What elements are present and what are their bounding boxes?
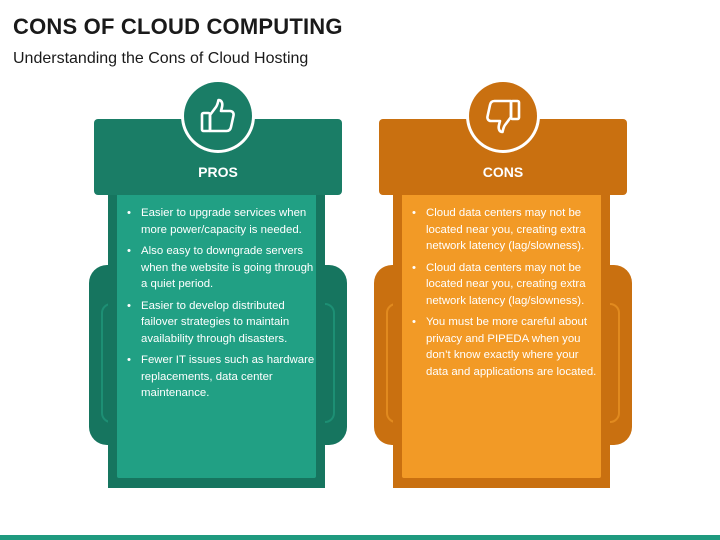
bottom-accent-bar [0,535,720,540]
cons-list: Cloud data centers may not be located ne… [410,205,600,385]
pros-item: Also easy to downgrade servers when the … [125,243,315,293]
cons-item: Cloud data centers may not be located ne… [410,260,600,310]
thumbs-down-icon [486,99,521,134]
pros-item: Fewer IT issues such as hardware replace… [125,352,315,402]
cons-card: CONS Cloud data centers may not be locat… [374,80,632,490]
pros-label: PROS [198,164,238,180]
page-subtitle: Understanding the Cons of Cloud Hosting [13,50,309,67]
cons-icon-badge [469,82,537,150]
pros-icon-badge [184,82,252,150]
cons-item: Cloud data centers may not be located ne… [410,205,600,255]
thumbs-up-icon [200,98,235,133]
page-title: CONS OF CLOUD COMPUTING [13,14,343,39]
cons-label: CONS [482,164,524,180]
pros-card: PROS Easier to upgrade services when mor… [89,80,347,490]
pros-list: Easier to upgrade services when more pow… [125,205,315,407]
cons-item: You must be more careful about privacy a… [410,314,600,380]
pros-item: Easier to upgrade services when more pow… [125,205,315,238]
pros-item: Easier to develop distributed failover s… [125,298,315,348]
